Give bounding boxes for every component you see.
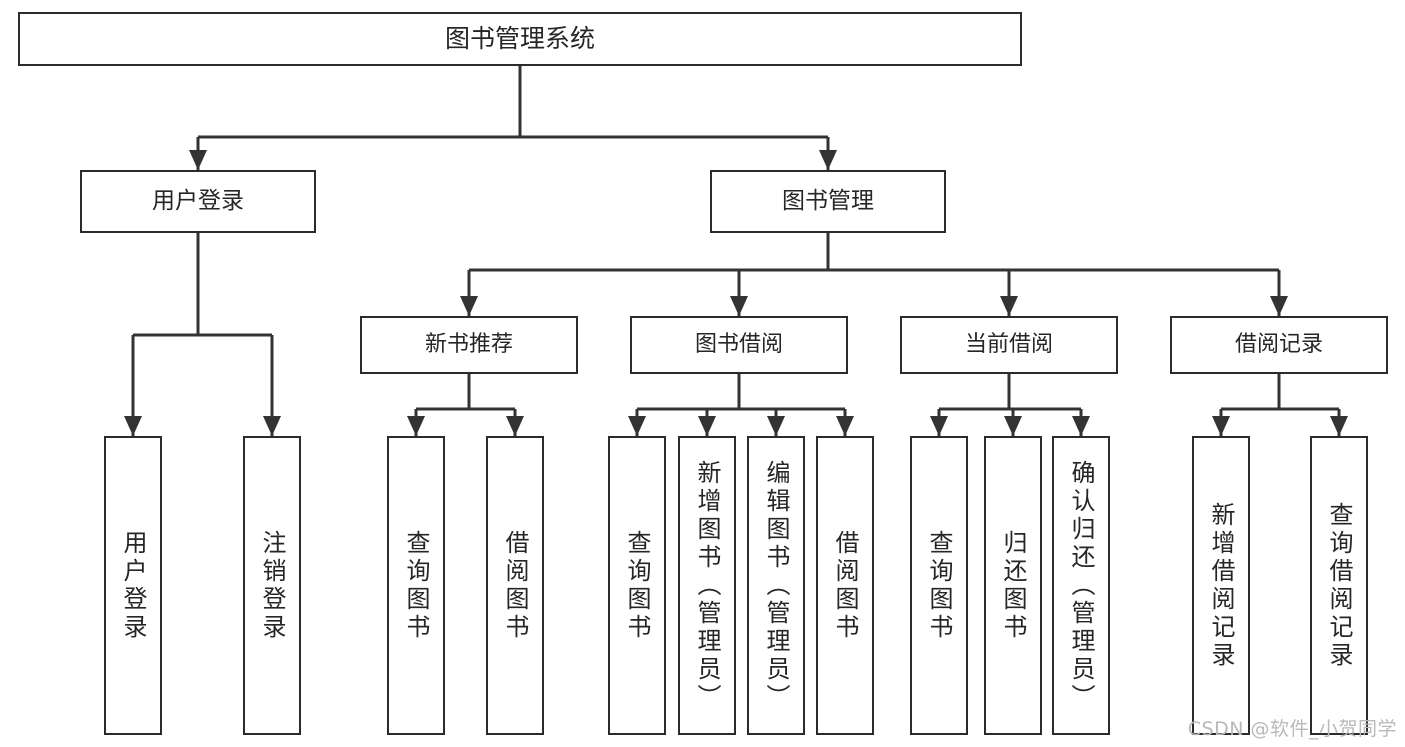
node-label: 查询图书 bbox=[402, 529, 430, 642]
node-label: 新增图书（管理员） bbox=[693, 459, 721, 712]
conn-book-manage-arrow-0 bbox=[460, 296, 478, 316]
node-leaf-cur-return[interactable]: 归还图书 bbox=[984, 436, 1042, 735]
node-label: 编辑图书（管理员） bbox=[762, 459, 790, 712]
conn-root-arrow-0 bbox=[189, 150, 207, 170]
node-leaf-brw-edit[interactable]: 编辑图书（管理员） bbox=[747, 436, 805, 735]
conn-book-manage-arrow-3 bbox=[1270, 296, 1288, 316]
conn-book-borrow-arrow-0 bbox=[628, 416, 646, 436]
node-leaf-rec-query[interactable]: 查询图书 bbox=[387, 436, 445, 735]
node-label: 图书管理 bbox=[782, 187, 874, 214]
node-label: 查询借阅记录 bbox=[1325, 501, 1353, 670]
node-label: 图书管理系统 bbox=[444, 24, 595, 53]
watermark-label: CSDN @软件_小贺同学 bbox=[1187, 718, 1397, 740]
node-label: 确认归还（管理员） bbox=[1067, 459, 1095, 712]
conn-user-login-arrow-1 bbox=[263, 416, 281, 436]
node-label: 借阅记录 bbox=[1234, 331, 1323, 357]
conn-book-manage-arrow-1 bbox=[730, 296, 748, 316]
node-leaf-brw-add[interactable]: 新增图书（管理员） bbox=[678, 436, 736, 735]
node-label: 新增借阅记录 bbox=[1207, 501, 1235, 670]
node-user-login[interactable]: 用户登录 bbox=[80, 170, 316, 233]
node-label: 图书借阅 bbox=[694, 331, 783, 357]
node-label: 用户登录 bbox=[152, 187, 244, 214]
node-label: 用户登录 bbox=[119, 529, 147, 642]
node-leaf-user-logout[interactable]: 注销登录 bbox=[243, 436, 301, 735]
conn-current-borrow-arrow-0 bbox=[930, 416, 948, 436]
node-leaf-rec-add[interactable]: 新增借阅记录 bbox=[1192, 436, 1250, 735]
node-label: 借阅图书 bbox=[831, 529, 859, 642]
conn-current-borrow-arrow-1 bbox=[1004, 416, 1022, 436]
node-borrow-record[interactable]: 借阅记录 bbox=[1170, 316, 1388, 374]
node-label: 借阅图书 bbox=[501, 529, 529, 642]
node-leaf-rec-search[interactable]: 查询借阅记录 bbox=[1310, 436, 1368, 735]
node-current-borrow[interactable]: 当前借阅 bbox=[900, 316, 1118, 374]
node-root[interactable]: 图书管理系统 bbox=[18, 12, 1022, 66]
node-label: 新书推荐 bbox=[424, 331, 513, 357]
node-leaf-rec-borrow[interactable]: 借阅图书 bbox=[486, 436, 544, 735]
node-leaf-brw-query[interactable]: 查询图书 bbox=[608, 436, 666, 735]
node-label: 查询图书 bbox=[623, 529, 651, 642]
conn-root-arrow-1 bbox=[819, 150, 837, 170]
conn-book-borrow-arrow-3 bbox=[836, 416, 854, 436]
conn-borrow-record-arrow-1 bbox=[1330, 416, 1348, 436]
conn-book-borrow-arrow-1 bbox=[698, 416, 716, 436]
node-new-book-rec[interactable]: 新书推荐 bbox=[360, 316, 578, 374]
node-label: 注销登录 bbox=[258, 529, 286, 642]
conn-user-login-arrow-0 bbox=[124, 416, 142, 436]
conn-borrow-record-arrow-0 bbox=[1212, 416, 1230, 436]
conn-book-manage-arrow-2 bbox=[1000, 296, 1018, 316]
node-leaf-brw-borrow[interactable]: 借阅图书 bbox=[816, 436, 874, 735]
node-leaf-cur-confirm[interactable]: 确认归还（管理员） bbox=[1052, 436, 1110, 735]
node-book-borrow[interactable]: 图书借阅 bbox=[630, 316, 848, 374]
conn-new-book-rec-arrow-0 bbox=[407, 416, 425, 436]
node-label: 当前借阅 bbox=[964, 331, 1053, 357]
conn-current-borrow-arrow-2 bbox=[1072, 416, 1090, 436]
node-book-manage[interactable]: 图书管理 bbox=[710, 170, 946, 233]
conn-book-borrow-arrow-2 bbox=[767, 416, 785, 436]
node-leaf-user-login[interactable]: 用户登录 bbox=[104, 436, 162, 735]
node-label: 查询图书 bbox=[925, 529, 953, 642]
node-label: 归还图书 bbox=[999, 529, 1027, 642]
conn-new-book-rec-arrow-1 bbox=[506, 416, 524, 436]
node-leaf-cur-query[interactable]: 查询图书 bbox=[910, 436, 968, 735]
